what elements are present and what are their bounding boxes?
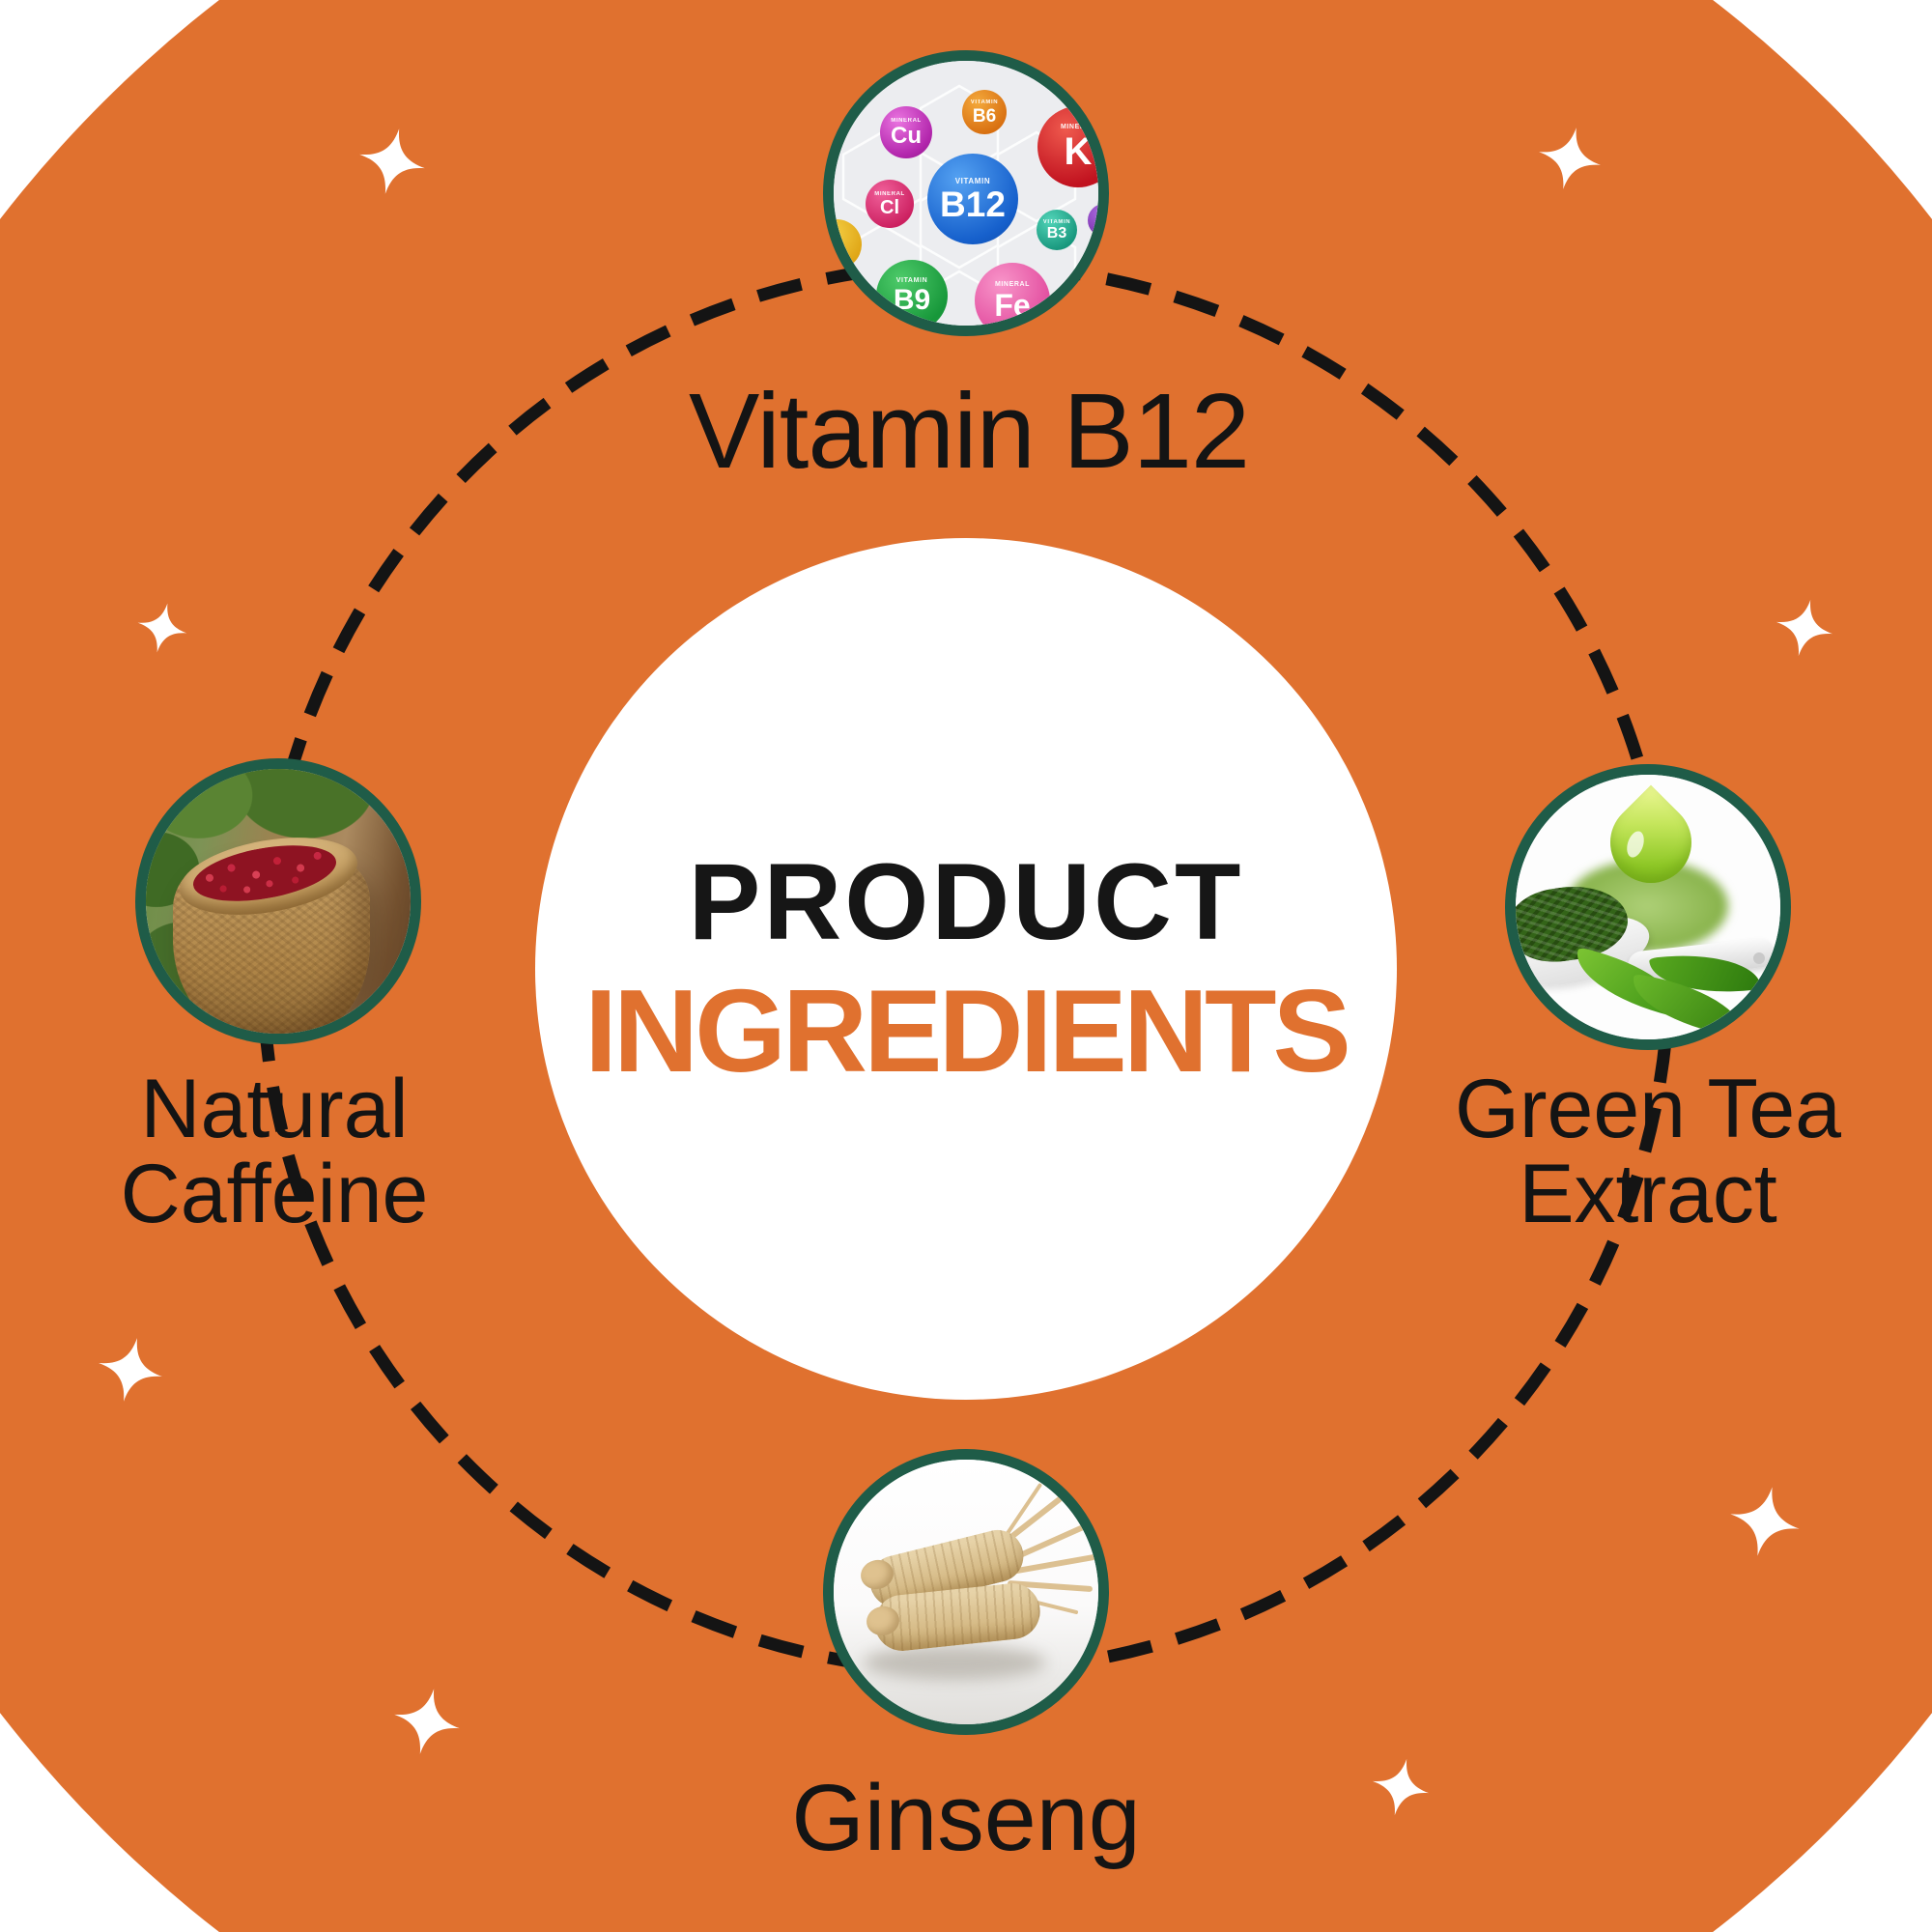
label-line: Natural — [140, 1063, 409, 1155]
sparkle-icon — [1539, 128, 1601, 189]
vitamin-ball-cl: MINERAL Cl — [866, 180, 914, 228]
sparkle-icon — [99, 1338, 162, 1402]
label-vitamin-b12: Vitamin B12 — [688, 372, 1250, 491]
vitamin-ball-purple-partial — [1088, 204, 1098, 237]
ball-symbol: B12 — [940, 185, 1006, 225]
title-circle: PRODUCT INGREDIENTS — [535, 538, 1397, 1400]
vitamin-ball-cu: MINERAL Cu — [880, 106, 932, 158]
title-ingredients: INGREDIENTS — [584, 965, 1351, 1096]
ball-kind-label: VITAMIN — [895, 277, 928, 285]
vitamin-ball-b9: VITAMIN B9 — [876, 260, 948, 326]
vitamin-ball-b12: VITAMIN B12 — [927, 154, 1018, 244]
label-line: Green Tea — [1454, 1063, 1842, 1155]
label-natural-caffeine: Natural Caffeine — [121, 1066, 429, 1236]
root-shadow — [863, 1645, 1046, 1680]
label-line: Caffeine — [120, 1148, 429, 1240]
ball-kind-label: MINERAL — [891, 117, 922, 124]
sparkle-icon — [1730, 1487, 1800, 1556]
coffee-plantation-background — [146, 769, 411, 1034]
sparkle-icon — [1776, 599, 1833, 657]
ball-kind-label: VITAMIN — [954, 176, 991, 185]
vitamin-ball-b6: VITAMIN B6 — [962, 90, 1007, 134]
ball-symbol: Fe — [994, 287, 1031, 323]
ball-symbol: B6 — [972, 105, 997, 127]
ball-kind-label: MINERAL — [874, 190, 905, 197]
ball-symbol: K — [1064, 129, 1093, 173]
sparkle-icon — [1372, 1758, 1430, 1816]
ball-kind-label: MINERAL — [1060, 124, 1096, 131]
ball-kind-label: VITAMIN — [970, 99, 999, 106]
vitamin-b12-image: MINERAL Cu VITAMIN B6 MINERAL K VITAMIN … — [823, 50, 1109, 336]
ball-symbol: Cl — [880, 197, 899, 219]
sparkle-icon — [137, 603, 187, 653]
ball-symbol: Cu — [891, 123, 922, 150]
label-green-tea-extract: Green Tea Extract — [1455, 1066, 1841, 1236]
vitamin-ball-fe: MINERAL Fe — [975, 263, 1050, 326]
label-line: Extract — [1519, 1148, 1777, 1240]
green-tea-extract-image — [1505, 764, 1791, 1050]
ginseng-image — [823, 1449, 1109, 1735]
tea-image-background — [1516, 775, 1780, 1039]
ball-kind-label: MINERAL — [994, 281, 1031, 289]
sparkle-icon — [394, 1689, 460, 1754]
label-ginseng: Ginseng — [791, 1765, 1141, 1870]
vitamin-ball-k: MINERAL K — [1037, 106, 1098, 187]
ginseng-image-background — [834, 1460, 1098, 1724]
ball-symbol: B3 — [1046, 225, 1067, 242]
vitamin-image-background: MINERAL Cu VITAMIN B6 MINERAL K VITAMIN … — [834, 61, 1098, 326]
title-product: PRODUCT — [688, 841, 1244, 962]
spoon-hole — [1753, 952, 1765, 964]
sparkle-icon — [359, 128, 425, 194]
vitamin-ball-b3: VITAMIN B3 — [1037, 210, 1077, 250]
natural-caffeine-image — [135, 758, 421, 1044]
ball-kind-label: VITAMIN — [1042, 218, 1071, 225]
ball-symbol: B9 — [893, 283, 931, 316]
